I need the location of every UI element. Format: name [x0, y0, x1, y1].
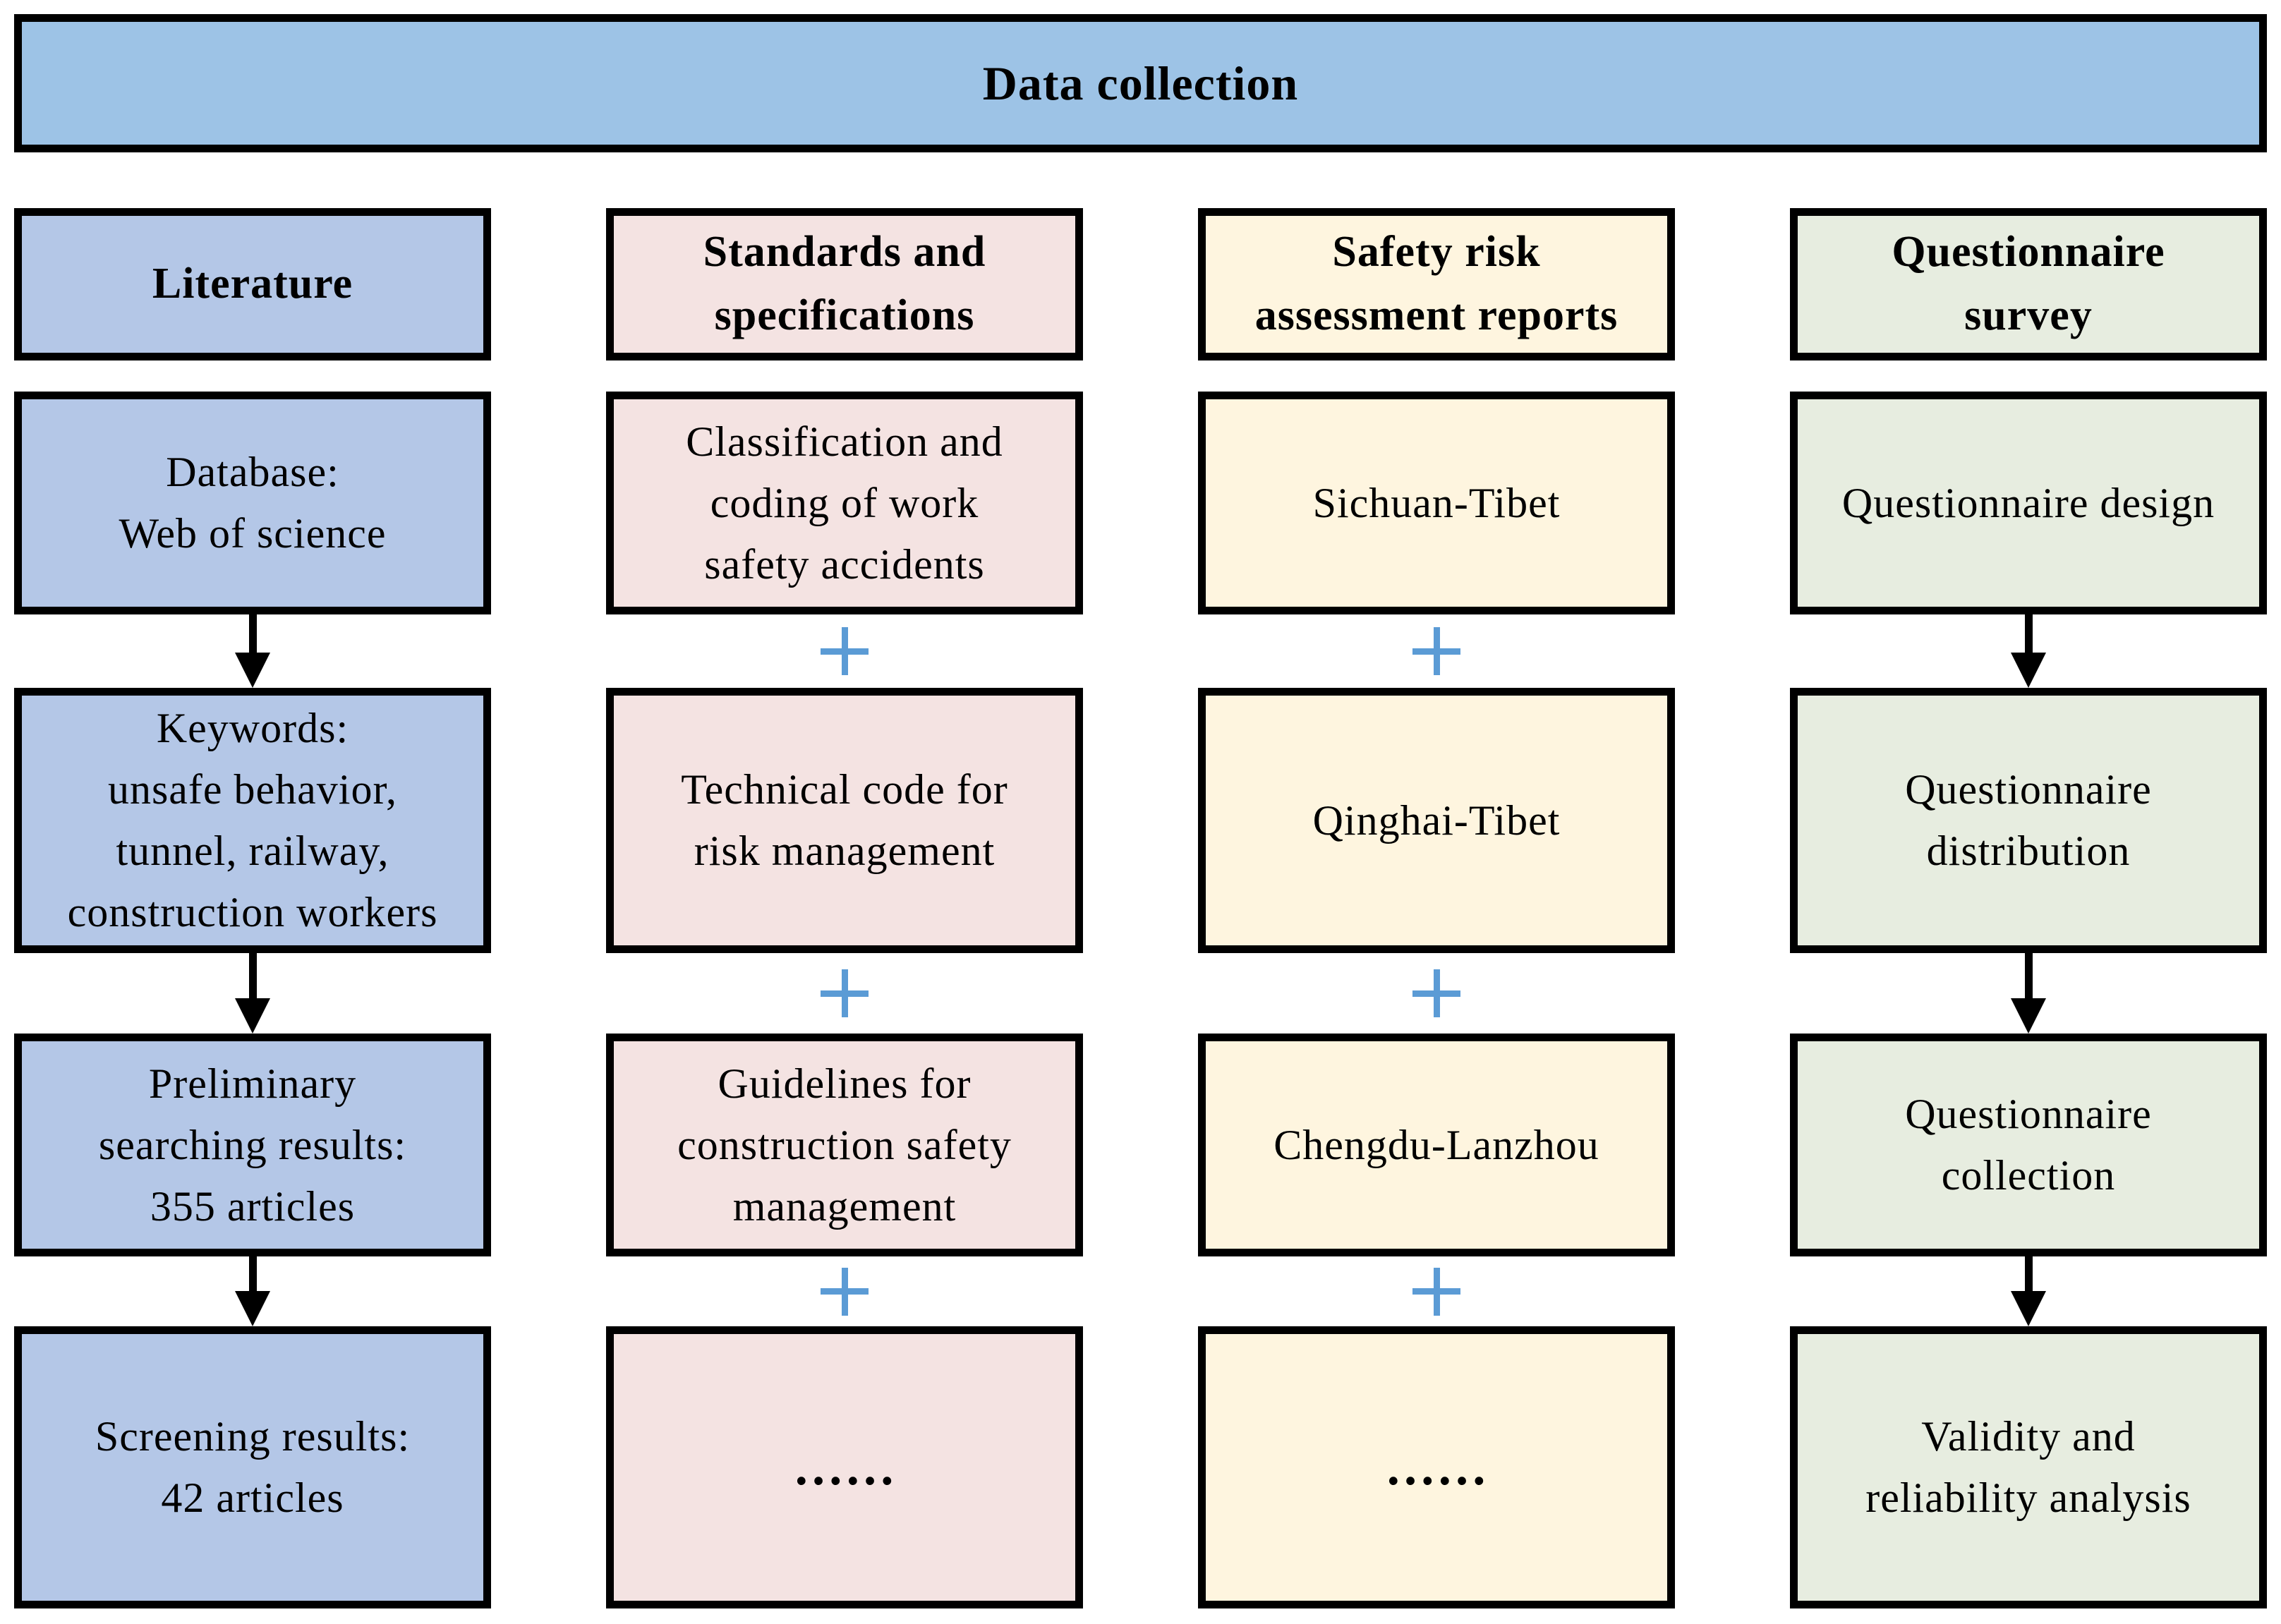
- box-label: Technical code for risk management: [681, 766, 1008, 874]
- column-header-label: Questionnaire survey: [1892, 228, 2165, 339]
- banner-data-collection: Data collection: [14, 14, 2267, 152]
- connector-literature-2: [14, 953, 491, 1034]
- box-guidelines-construction-safety: Guidelines for construction safety manag…: [606, 1034, 1083, 1256]
- box-label: Sichuan-Tibet: [1312, 479, 1561, 526]
- column-header-label: Standards and specifications: [703, 228, 986, 339]
- box-label: Keywords: unsafe behavior, tunnel, railw…: [67, 705, 438, 935]
- box-questionnaire-distribution: Questionnaire distribution: [1790, 688, 2267, 953]
- plus-icon: [1412, 627, 1460, 675]
- banner-title: Data collection: [982, 56, 1299, 110]
- box-label: Chengdu-Lanzhou: [1273, 1121, 1599, 1168]
- connector-safety-3: [1198, 1256, 1675, 1326]
- box-label: Preliminary searching results: 355 artic…: [98, 1060, 407, 1230]
- plus-icon: [821, 1267, 869, 1316]
- box-validity-reliability: Validity and reliability analysis: [1790, 1326, 2267, 1608]
- connector-questionnaire-1: [1790, 614, 2267, 688]
- header-box-questionnaire: Questionnaire survey: [1790, 208, 2267, 360]
- plus-icon: [1412, 969, 1460, 1017]
- connector-standards-1: [606, 614, 1083, 688]
- ellipsis-label: ……: [793, 1438, 896, 1496]
- box-label: Questionnaire collection: [1905, 1091, 2152, 1199]
- box-screening-results: Screening results: 42 articles: [14, 1326, 491, 1608]
- ellipsis-label: ……: [1385, 1438, 1488, 1496]
- arrow-down-icon: [235, 1256, 270, 1326]
- plus-icon: [1412, 1267, 1460, 1316]
- column-header-label: Safety risk assessment reports: [1254, 228, 1619, 339]
- arrow-down-icon: [235, 614, 270, 688]
- box-label: Guidelines for construction safety manag…: [677, 1060, 1012, 1230]
- box-safety-ellipsis: ……: [1198, 1326, 1675, 1608]
- box-keywords: Keywords: unsafe behavior, tunnel, railw…: [14, 688, 491, 953]
- connector-literature-3: [14, 1256, 491, 1326]
- box-label: Questionnaire design: [1841, 479, 2215, 526]
- arrow-down-icon: [2011, 614, 2046, 688]
- arrow-down-icon: [235, 953, 270, 1034]
- connector-standards-2: [606, 953, 1083, 1034]
- plus-icon: [821, 627, 869, 675]
- box-label: Classification and coding of work safety…: [686, 418, 1003, 588]
- box-preliminary-searching-results: Preliminary searching results: 355 artic…: [14, 1034, 491, 1256]
- box-standards-ellipsis: ……: [606, 1326, 1083, 1608]
- arrow-down-icon: [2011, 1256, 2046, 1326]
- header-box-safety-reports: Safety risk assessment reports: [1198, 208, 1675, 360]
- box-label: Validity and reliability analysis: [1865, 1413, 2191, 1521]
- connector-questionnaire-3: [1790, 1256, 2267, 1326]
- column-header-label: Literature: [152, 260, 353, 308]
- arrow-down-icon: [2011, 953, 2046, 1034]
- box-questionnaire-design: Questionnaire design: [1790, 392, 2267, 614]
- box-label: Screening results: 42 articles: [95, 1413, 411, 1521]
- box-label: Qinghai-Tibet: [1312, 796, 1561, 844]
- connector-literature-1: [14, 614, 491, 688]
- box-technical-code: Technical code for risk management: [606, 688, 1083, 953]
- box-classification-coding: Classification and coding of work safety…: [606, 392, 1083, 614]
- box-label: Questionnaire distribution: [1905, 766, 2152, 874]
- header-box-standards: Standards and specifications: [606, 208, 1083, 360]
- plus-icon: [821, 969, 869, 1017]
- box-questionnaire-collection: Questionnaire collection: [1790, 1034, 2267, 1256]
- connector-safety-2: [1198, 953, 1675, 1034]
- connector-safety-1: [1198, 614, 1675, 688]
- box-qinghai-tibet: Qinghai-Tibet: [1198, 688, 1675, 953]
- box-chengdu-lanzhou: Chengdu-Lanzhou: [1198, 1034, 1675, 1256]
- header-box-literature: Literature: [14, 208, 491, 360]
- box-label: Database: Web of science: [119, 449, 387, 557]
- connector-questionnaire-2: [1790, 953, 2267, 1034]
- box-sichuan-tibet: Sichuan-Tibet: [1198, 392, 1675, 614]
- connector-standards-3: [606, 1256, 1083, 1326]
- box-database-web-of-science: Database: Web of science: [14, 392, 491, 614]
